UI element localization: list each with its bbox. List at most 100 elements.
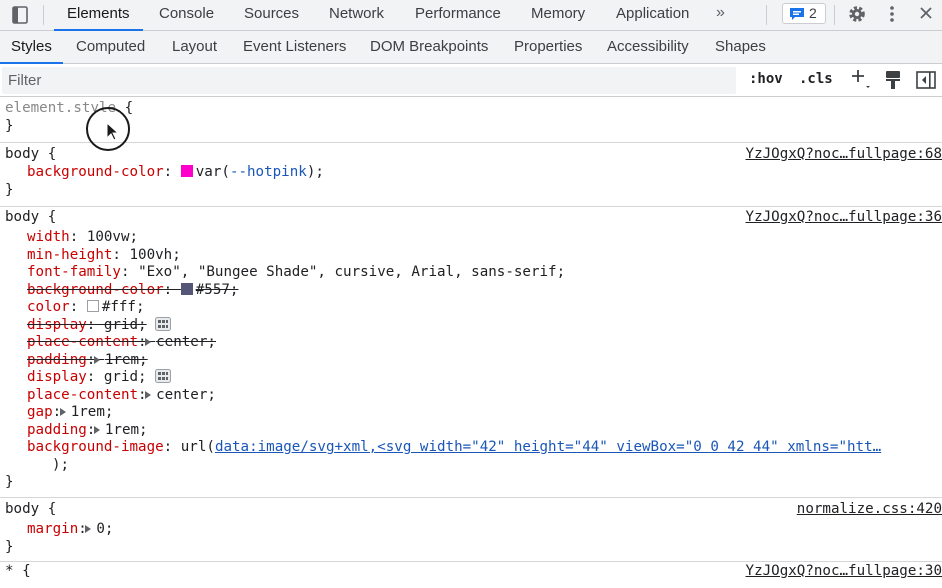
declaration[interactable]: width: 100vw;	[27, 229, 138, 247]
css-rule[interactable]: body { YzJOgxQ?noc…fullpage:36 width: 10…	[0, 208, 942, 498]
declaration[interactable]: font-family: "Exo", "Bungee Shade", curs…	[27, 264, 565, 282]
declaration[interactable]: margin: 0;	[27, 521, 113, 539]
rule-open-brace: {	[39, 209, 57, 225]
declaration[interactable]: min-height: 100vh;	[27, 247, 181, 265]
css-variable-link[interactable]: --hotpink	[229, 164, 307, 180]
property-value: #fff;	[101, 299, 145, 315]
tab-elements[interactable]: Elements	[54, 0, 142, 31]
tab-accessibility[interactable]: Accessibility	[607, 38, 689, 55]
source-link[interactable]: YzJOgxQ?noc…fullpage:30	[745, 563, 942, 579]
property-name: display	[27, 316, 87, 333]
property-name: font-family	[27, 264, 121, 280]
property-name: padding	[27, 421, 87, 438]
toolbar-divider	[834, 5, 835, 25]
rule-open-brace: {	[116, 100, 134, 116]
declaration[interactable]: padding: 1rem;	[27, 422, 148, 440]
css-rule[interactable]: body { YzJOgxQ?noc…fullpage:68 backgroun…	[0, 144, 942, 207]
inspect-element-icon[interactable]	[11, 5, 31, 25]
expand-triangle-icon[interactable]	[59, 408, 66, 416]
colon: :	[163, 164, 181, 180]
sidebar-toggle-icon[interactable]	[916, 71, 936, 93]
colon: :	[69, 299, 87, 315]
rule-close-brace: }	[5, 182, 14, 198]
declaration[interactable]: gap: 1rem;	[27, 404, 113, 422]
colon: :	[86, 316, 104, 333]
element-style-rule[interactable]: element.style { }	[0, 97, 942, 143]
hover-state-toggle[interactable]: :hov	[749, 71, 783, 87]
property-value: grid;	[103, 369, 147, 385]
expand-triangle-icon[interactable]	[93, 355, 100, 364]
rule-close-brace: }	[5, 539, 14, 555]
colon: :	[52, 404, 70, 420]
declaration-overridden[interactable]: display: grid;	[27, 316, 171, 337]
gear-icon[interactable]	[847, 4, 867, 28]
expand-triangle-icon[interactable]	[145, 390, 152, 399]
declaration[interactable]: background-image: url(data:image/svg+xml…	[27, 439, 881, 457]
declaration[interactable]: display: grid;	[27, 369, 171, 389]
color-swatch[interactable]	[86, 300, 99, 312]
property-name: background-color	[27, 281, 164, 298]
rule-open-brace: {	[13, 563, 31, 579]
rule-open-brace: {	[39, 146, 57, 162]
property-name: color	[27, 299, 70, 315]
source-link[interactable]: YzJOgxQ?noc…fullpage:68	[745, 146, 942, 162]
colon: :	[163, 281, 181, 298]
tab-shapes[interactable]: Shapes	[715, 38, 766, 55]
rule-selector: body	[5, 209, 40, 225]
filter-input[interactable]	[2, 67, 736, 94]
grid-editor-icon[interactable]	[154, 369, 171, 389]
tab-styles[interactable]: Styles	[0, 31, 63, 64]
data-url-link[interactable]: data:image/svg+xml,<svg width="42" heigh…	[214, 439, 882, 455]
declaration[interactable]: background-color: var(--hotpink);	[27, 164, 324, 182]
color-swatch[interactable]	[180, 165, 193, 177]
plus-icon[interactable]	[850, 68, 872, 94]
tab-sources[interactable]: Sources	[244, 5, 300, 22]
declaration-overridden[interactable]: background-color: #557;	[27, 282, 238, 300]
expand-triangle-icon[interactable]	[93, 425, 100, 434]
expand-triangle-icon[interactable]	[85, 525, 92, 533]
source-link[interactable]: YzJOgxQ?noc…fullpage:36	[745, 209, 942, 225]
tab-performance[interactable]: Performance	[415, 5, 501, 22]
tab-dom-breakpoints[interactable]: DOM Breakpoints	[370, 38, 489, 55]
tab-memory[interactable]: Memory	[531, 5, 586, 22]
tab-layout[interactable]: Layout	[172, 38, 218, 55]
css-rule[interactable]: * { YzJOgxQ?noc…fullpage:30	[0, 563, 942, 588]
declaration[interactable]: color: #fff;	[27, 299, 145, 317]
paint-brush-icon[interactable]	[884, 70, 902, 94]
property-name: place-content	[27, 334, 139, 350]
grid-editor-icon[interactable]	[154, 316, 171, 337]
close-icon[interactable]	[918, 5, 934, 25]
tab-network[interactable]: Network	[329, 5, 385, 22]
kebab-menu-icon[interactable]	[888, 5, 896, 27]
more-tabs-button[interactable]: »	[716, 4, 725, 21]
expand-triangle-icon[interactable]	[145, 338, 152, 346]
property-value: center;	[156, 334, 216, 350]
tab-application[interactable]: Application	[616, 5, 690, 22]
colon: :	[138, 334, 156, 350]
property-name: margin	[27, 521, 79, 537]
declaration-overridden[interactable]: place-content: center;	[27, 334, 216, 352]
tab-properties[interactable]: Properties	[514, 38, 583, 55]
declaration-overridden[interactable]: padding: 1rem;	[27, 352, 148, 370]
tab-event-listeners[interactable]: Event Listeners	[243, 38, 347, 55]
class-toggle[interactable]: .cls	[799, 71, 833, 87]
property-value: 1rem;	[70, 404, 114, 420]
styles-toolbar: :hov .cls	[0, 64, 942, 97]
css-rule[interactable]: body { normalize.css:420 margin: 0; }	[0, 499, 942, 562]
property-value: 100vh;	[129, 246, 181, 263]
property-value: #557;	[195, 281, 239, 298]
rule-close-brace: }	[5, 118, 14, 134]
url-function: url(	[180, 439, 215, 455]
rule-selector: body	[5, 146, 40, 162]
property-value: 1rem;	[104, 351, 148, 368]
source-link[interactable]: normalize.css:420	[796, 501, 942, 517]
issues-counter-button[interactable]: 2	[782, 3, 826, 24]
toolbar-divider	[43, 5, 44, 25]
declaration[interactable]: place-content: center;	[27, 387, 216, 405]
tab-computed[interactable]: Computed	[76, 38, 146, 55]
colon: :	[86, 369, 104, 385]
sidebar-tab-bar: Styles Computed Layout Event Listeners D…	[0, 31, 942, 64]
color-swatch[interactable]	[180, 282, 193, 295]
property-value: center;	[156, 386, 216, 403]
tab-console[interactable]: Console	[159, 5, 215, 22]
